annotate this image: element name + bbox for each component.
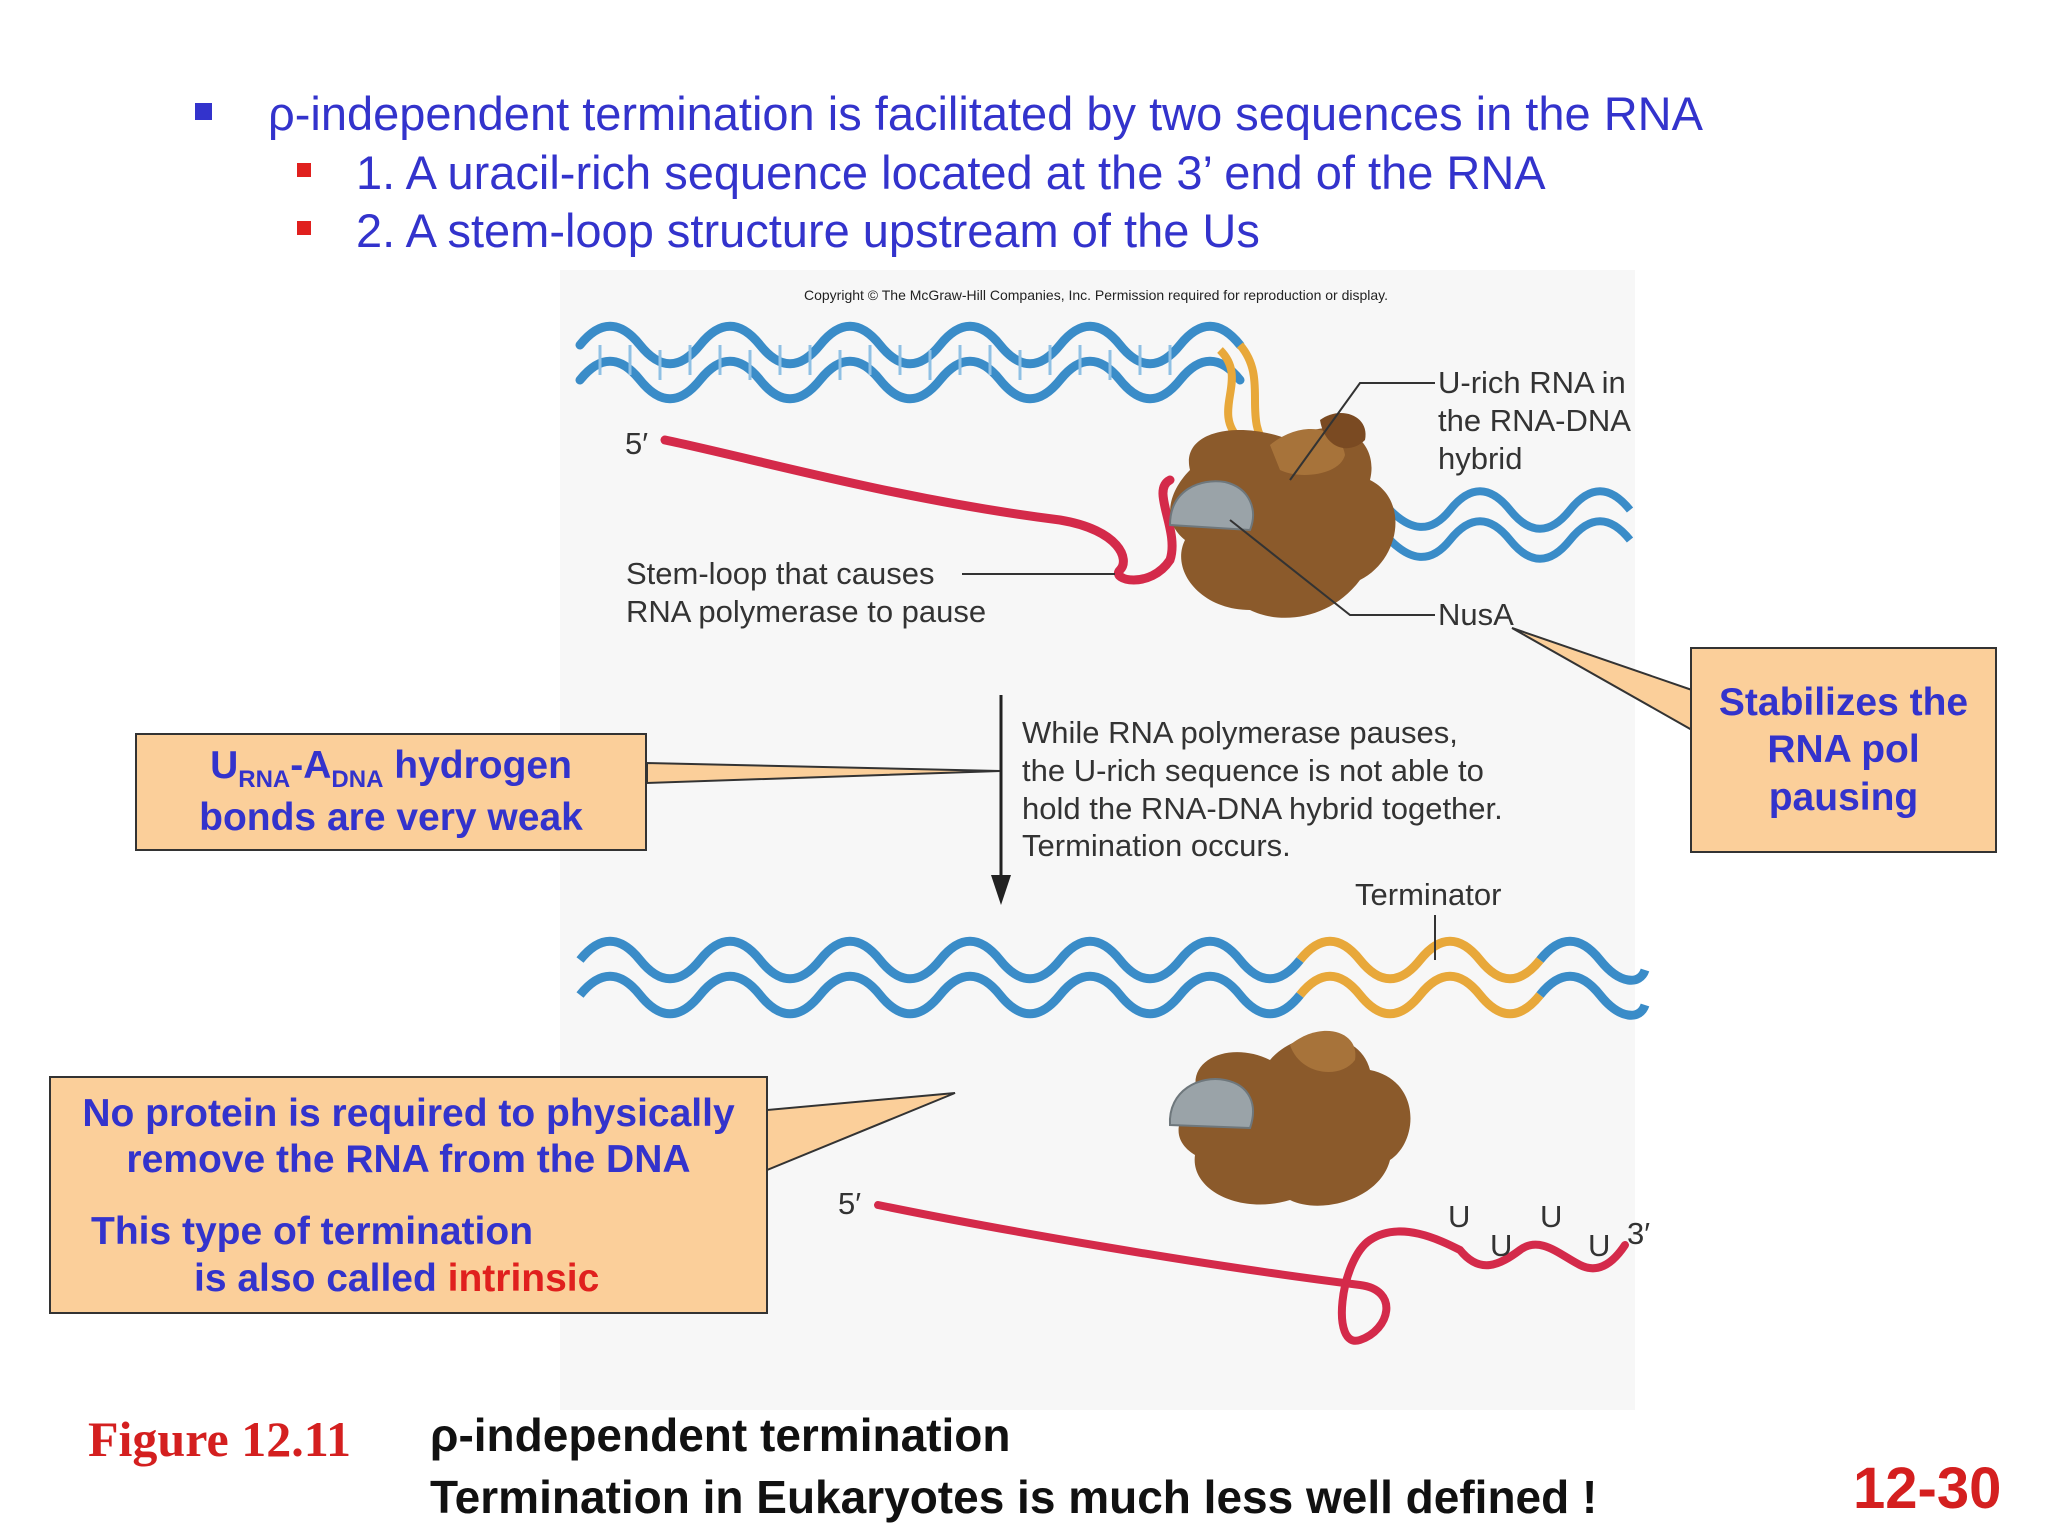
- stabilize-callout: Stabilizes the RNA pol pausing: [1690, 647, 1997, 853]
- no-protein-callout-pointer: [766, 1092, 956, 1172]
- no-protein-line1: No protein is required to physically: [82, 1092, 735, 1135]
- no-protein-callout: No protein is required to physically rem…: [49, 1076, 768, 1314]
- rna-strand-top: [660, 435, 1177, 585]
- five-prime-top-label: 5′: [625, 426, 649, 461]
- no-protein-line3: This type of termination: [91, 1210, 534, 1253]
- sub-bullet-2-text: 2. A stem-loop structure upstream of the…: [356, 204, 1260, 257]
- hbond-callout-line1: URNA-ADNA hydrogen: [137, 742, 645, 794]
- sub-bullet-marker: [297, 221, 311, 235]
- u-rich-label: U-rich RNA in the RNA-DNA hybrid: [1438, 364, 1631, 477]
- process-description: While RNA polymerase pauses, the U-rich …: [1022, 714, 1503, 865]
- process-description-line: the U-rich sequence is not able to: [1022, 752, 1484, 788]
- sub-bullet-1-text: 1. A uracil-rich sequence located at the…: [356, 146, 1546, 199]
- uracil-label: U: [1588, 1228, 1611, 1263]
- stem-loop-label-line: Stem-loop that causes: [626, 556, 935, 591]
- hbond-callout-pointer: [646, 761, 1001, 785]
- caption-line1: ρ-independent termination: [430, 1409, 1011, 1461]
- page-number: 12-30: [1853, 1456, 2002, 1521]
- process-description-line: Termination occurs.: [1022, 828, 1291, 864]
- stem-loop-label-line: RNA polymerase to pause: [626, 593, 987, 629]
- process-description-line: While RNA polymerase pauses,: [1022, 715, 1458, 750]
- hbond-a-subscript: DNA: [331, 765, 384, 793]
- hbond-a: -A: [290, 744, 332, 788]
- stabilize-callout-line: Stabilizes the: [1718, 680, 1969, 724]
- stabilize-callout-line: pausing: [1768, 775, 1919, 819]
- process-arrow: [991, 695, 1011, 905]
- hbond-rest: hydrogen: [383, 744, 572, 788]
- five-prime-bottom-label: 5′: [838, 1186, 862, 1221]
- hbond-callout: URNA-ADNA hydrogen bonds are very weak: [135, 733, 647, 851]
- caption-line2: Termination in Eukaryotes is much less w…: [430, 1471, 1598, 1523]
- u-rich-label-line: U-rich RNA in: [1438, 365, 1626, 400]
- copyright-notice: Copyright © The McGraw-Hill Companies, I…: [804, 287, 1389, 303]
- intrinsic-highlight: intrinsic: [447, 1257, 600, 1300]
- dna-helix-top: [575, 321, 1245, 404]
- u-rich-label-line: the RNA-DNA: [1438, 402, 1631, 438]
- uracil-label: U: [1490, 1228, 1513, 1263]
- hbond-callout-line2: bonds are very weak: [199, 796, 583, 840]
- stabilize-callout-line: RNA pol: [1767, 728, 1920, 772]
- no-protein-line2: remove the RNA from the DNA: [126, 1138, 691, 1181]
- rna-polymerase-bottom: [1178, 1030, 1411, 1206]
- terminator-label: Terminator: [1355, 877, 1502, 912]
- hbond-u-subscript: RNA: [238, 765, 291, 793]
- uracil-label: U: [1540, 1199, 1563, 1234]
- uracil-label: U: [1448, 1199, 1471, 1234]
- no-protein-line4: is also called intrinsic: [194, 1255, 599, 1303]
- hbond-u: U: [210, 744, 239, 788]
- u-rich-label-line: hybrid: [1438, 440, 1523, 476]
- process-description-line: hold the RNA-DNA hybrid together.: [1022, 790, 1503, 826]
- sub-bullet-marker: [297, 163, 311, 177]
- stabilize-callout-pointer: [1511, 627, 1693, 732]
- figure-label: Figure 12.11: [88, 1411, 351, 1467]
- dna-helix-bottom: [576, 936, 1650, 1020]
- three-prime-label: 3′: [1627, 1216, 1651, 1251]
- bullet-marker: [195, 103, 212, 120]
- bullet-main-text: ρ-independent termination is facilitated…: [268, 87, 1703, 140]
- nusa-protein-top: [1168, 480, 1254, 532]
- rna-strand-bottom: [874, 1201, 1629, 1345]
- nusa-label: NusA: [1438, 597, 1514, 632]
- no-protein-line4-prefix: is also called: [194, 1257, 448, 1300]
- stem-loop-label: Stem-loop that causes RNA polymerase to …: [626, 555, 986, 631]
- nusa-protein-bottom: [1168, 1078, 1254, 1130]
